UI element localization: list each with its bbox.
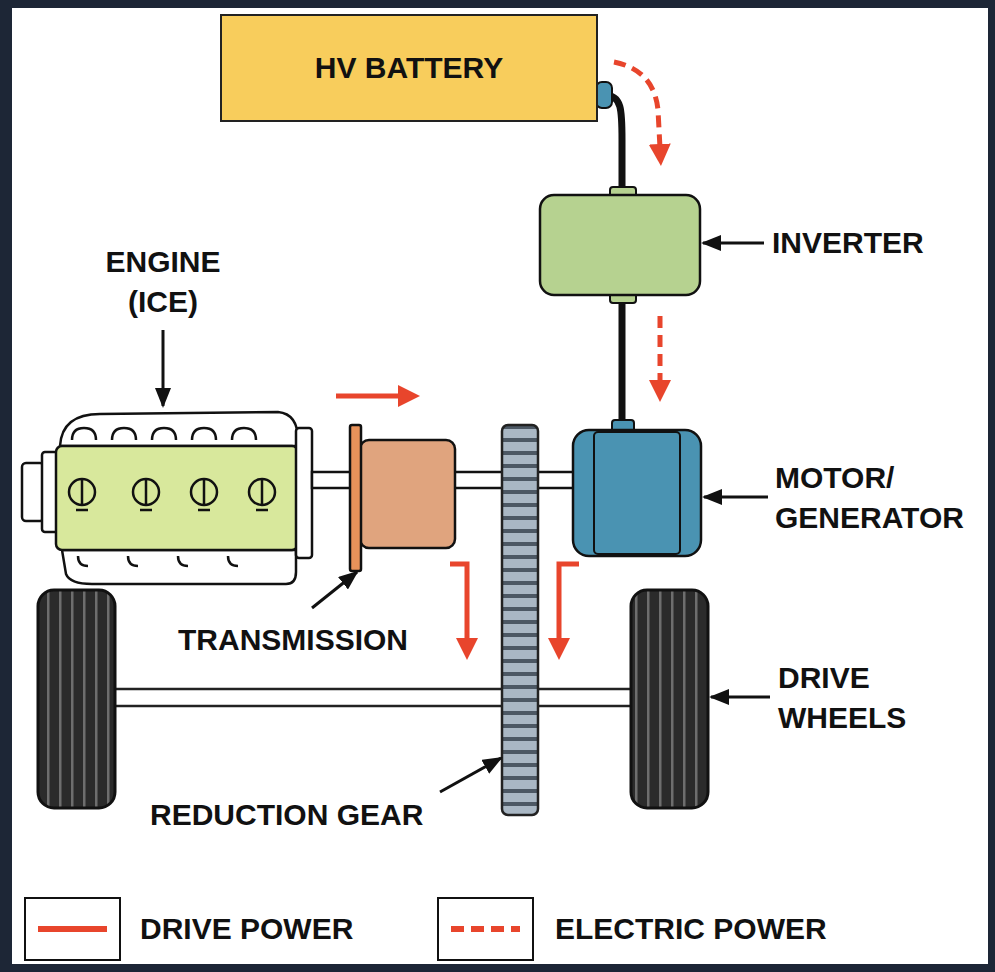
spark-plugs	[69, 478, 275, 510]
legend-swatch	[438, 898, 533, 960]
leader-arrow	[440, 758, 501, 792]
part-label: INVERTER	[772, 223, 924, 263]
motor-generator	[573, 430, 701, 556]
drive-power-arrow	[336, 394, 402, 399]
legend-text: DRIVE POWER	[140, 909, 353, 949]
engine-flange	[296, 428, 312, 558]
part-label: REDUCTION GEAR	[150, 795, 423, 835]
left-wheel	[38, 590, 115, 808]
part-label: MOTOR/ GENERATOR	[775, 458, 975, 538]
transmission-shaft	[454, 472, 504, 488]
electric-power-arrow	[614, 62, 660, 148]
legend-swatch	[25, 898, 120, 960]
transmission-body	[360, 440, 455, 548]
motor-shaft	[536, 472, 576, 488]
motor-housing	[594, 432, 680, 554]
engine-drawing	[22, 412, 312, 584]
leader-arrow	[704, 496, 768, 499]
hv-cable	[604, 95, 622, 192]
engine-valve-cover	[60, 412, 298, 446]
right-wheel	[631, 590, 708, 808]
drive-power-arrow	[559, 564, 579, 642]
legend-text: ELECTRIC POWER	[555, 909, 827, 949]
reduction-gear	[502, 425, 538, 815]
leader-arrow	[162, 330, 165, 406]
legend-solid-line	[38, 926, 107, 932]
part-label: ENGINE (ICE)	[88, 242, 238, 322]
legend-dashed-line	[451, 926, 520, 932]
drive-axle	[112, 689, 634, 706]
motor-cable	[619, 298, 626, 424]
inverter-box	[540, 195, 700, 295]
battery-box: HV BATTERY	[220, 14, 598, 122]
leader-arrow	[711, 696, 770, 699]
drive-power-arrow	[450, 564, 467, 642]
battery-terminal	[596, 82, 612, 108]
leader-arrow	[703, 242, 764, 245]
engine-skirt-detail	[78, 556, 238, 566]
spark-plug-stems	[76, 478, 268, 510]
transmission-flange	[350, 425, 361, 571]
engine-block	[56, 446, 298, 550]
engine-pulley	[22, 463, 44, 521]
part-label: DRIVE WHEELS	[778, 658, 928, 738]
engine-oil-pan	[62, 550, 296, 584]
leader-arrow	[312, 572, 357, 608]
box-title: HV BATTERY	[315, 51, 503, 85]
engine-shaft	[312, 472, 352, 488]
part-label: TRANSMISSION	[178, 620, 408, 660]
engine-bolt-heads	[72, 428, 256, 440]
electric-power-arrow	[658, 316, 663, 384]
